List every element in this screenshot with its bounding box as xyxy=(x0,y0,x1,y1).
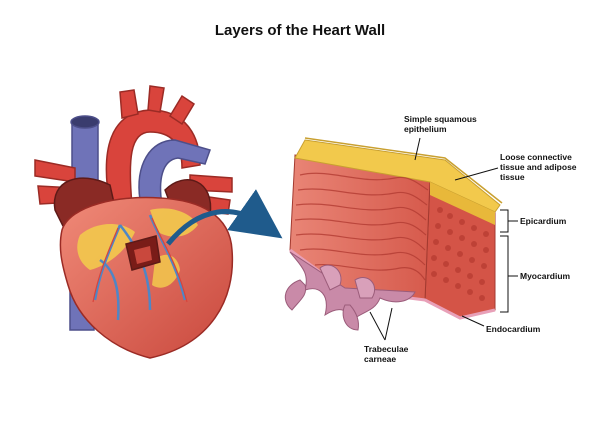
leader-loose-connective xyxy=(454,167,499,181)
coronary-fat-2 xyxy=(150,208,198,237)
leader-endocardium xyxy=(461,315,485,327)
muscle-fibers xyxy=(294,172,429,281)
leader-simple-squamous xyxy=(414,137,421,161)
cutaway-inner xyxy=(134,246,152,264)
label-trabeculae-carneae: Trabeculae carneae xyxy=(364,344,409,364)
fat-layer-side xyxy=(430,182,495,225)
tissue-block xyxy=(284,137,503,331)
label-myocardium: Myocardium xyxy=(520,271,571,281)
bracket-epicardium xyxy=(500,209,509,233)
coronary-fat-1 xyxy=(77,224,135,270)
pulmonary-trunk xyxy=(138,139,211,206)
label-simple-squamous: Simple squamous epithelium xyxy=(404,114,477,134)
pulmonary-vein-left xyxy=(34,159,76,183)
trabeculae-carneae xyxy=(284,251,416,331)
heart-illustration xyxy=(34,85,234,359)
connector-arrow xyxy=(166,189,283,246)
myocardium-cells xyxy=(431,207,489,301)
leader-trabeculae-1 xyxy=(369,311,386,341)
diagram-title: Layers of the Heart Wall xyxy=(214,22,386,39)
bracket-myocardium xyxy=(500,235,509,313)
leader-lines xyxy=(369,137,518,341)
leader-trabeculae-2 xyxy=(384,307,393,341)
coronary-arteries xyxy=(92,217,188,303)
label-endocardium: Endocardium xyxy=(486,324,541,334)
label-epicardium: Epicardium xyxy=(520,216,567,226)
label-loose-connective: Loose connective tissue and adipose tiss… xyxy=(500,152,577,182)
vena-cava-opening xyxy=(70,115,100,129)
epithelium-line xyxy=(304,137,503,204)
aortic-arch xyxy=(105,109,201,206)
aortic-branch-3 xyxy=(168,94,196,126)
aortic-branch-2 xyxy=(147,85,165,113)
aortic-branch-1 xyxy=(119,89,139,119)
